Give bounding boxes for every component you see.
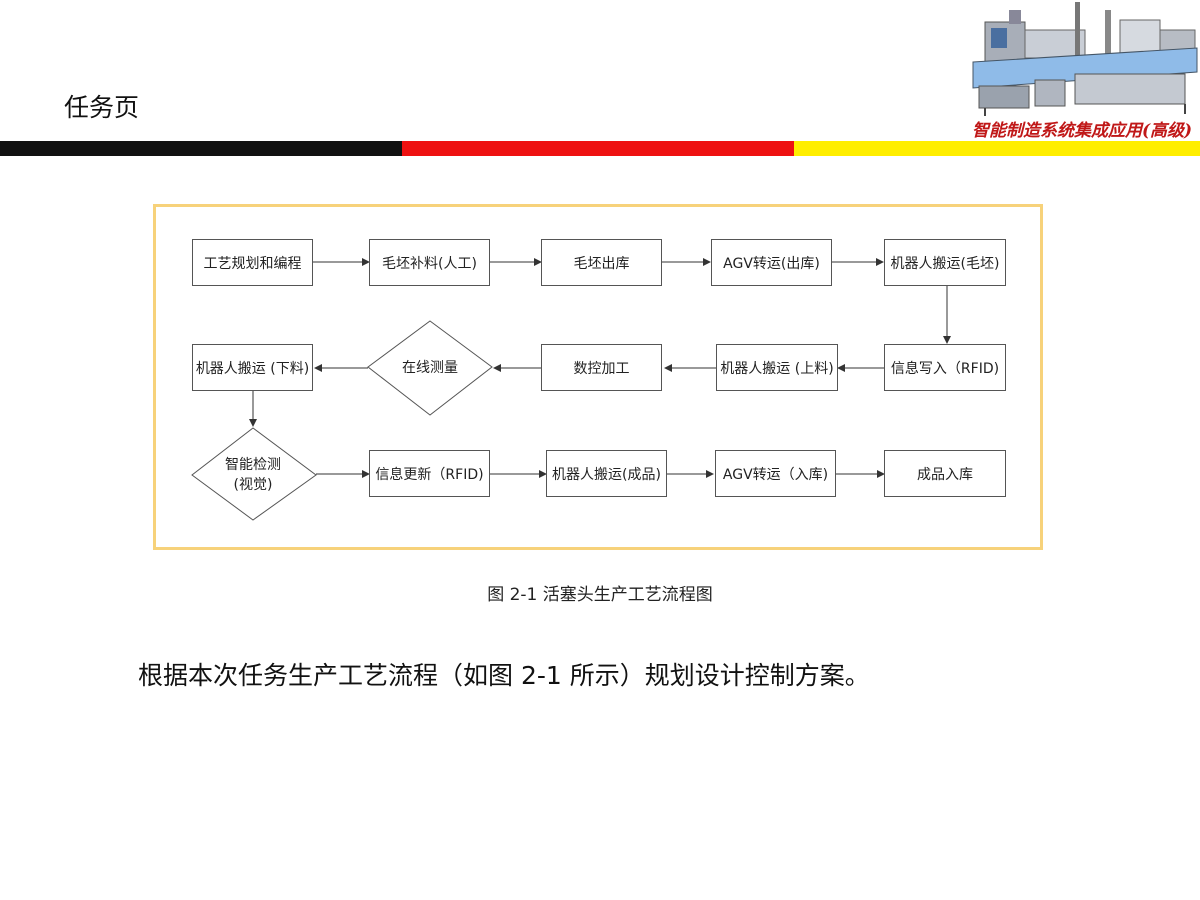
node-smart-inspection: 智能检测 (视觉)	[202, 451, 304, 499]
node-robot-unloading: 机器人搬运 (下料)	[192, 344, 313, 391]
diamond-online-measurement	[367, 320, 493, 416]
node-process-planning: 工艺规划和编程	[192, 239, 313, 286]
node-agv-inbound: AGV转运（入库)	[715, 450, 836, 497]
flowchart-connectors	[191, 258, 951, 521]
brand-caption: 智能制造系统集成应用(高级)	[972, 121, 1193, 141]
node-online-measurement: 在线测量	[378, 347, 482, 389]
body-text: 根据本次任务生产工艺流程（如图 2-1 所示）规划设计控制方案。	[138, 661, 870, 690]
node-smart-inspection-line1: 智能检测	[225, 457, 281, 473]
node-robot-blank: 机器人搬运(毛坯)	[884, 239, 1006, 286]
node-smart-inspection-line2: (视觉)	[233, 477, 273, 493]
node-rfid-write: 信息写入（RFID)	[884, 344, 1006, 391]
node-online-measurement-label: 在线测量	[402, 360, 458, 376]
node-blank-replenish: 毛坯补料(人工)	[369, 239, 490, 286]
node-finished-storage: 成品入库	[884, 450, 1006, 497]
page-title: 任务页	[64, 93, 140, 122]
node-cnc-machining: 数控加工	[541, 344, 662, 391]
diamond-smart-inspection	[191, 427, 317, 521]
divider-bar-black	[0, 141, 402, 156]
flowchart-frame: 工艺规划和编程 毛坯补料(人工) 毛坯出库 AGV转运(出库) 机器人搬运(毛坯…	[153, 204, 1043, 550]
node-robot-loading: 机器人搬运 (上料)	[716, 344, 838, 391]
node-rfid-update: 信息更新（RFID)	[369, 450, 490, 497]
node-robot-finished: 机器人搬运(成品)	[546, 450, 667, 497]
figure-caption: 图 2-1 活塞头生产工艺流程图	[487, 585, 713, 605]
divider-bar-yellow	[794, 141, 1200, 156]
production-line-machine-icon	[965, 0, 1200, 118]
node-agv-outbound: AGV转运(出库)	[711, 239, 832, 286]
divider-bar-red	[402, 141, 794, 156]
node-blank-outbound: 毛坯出库	[541, 239, 662, 286]
